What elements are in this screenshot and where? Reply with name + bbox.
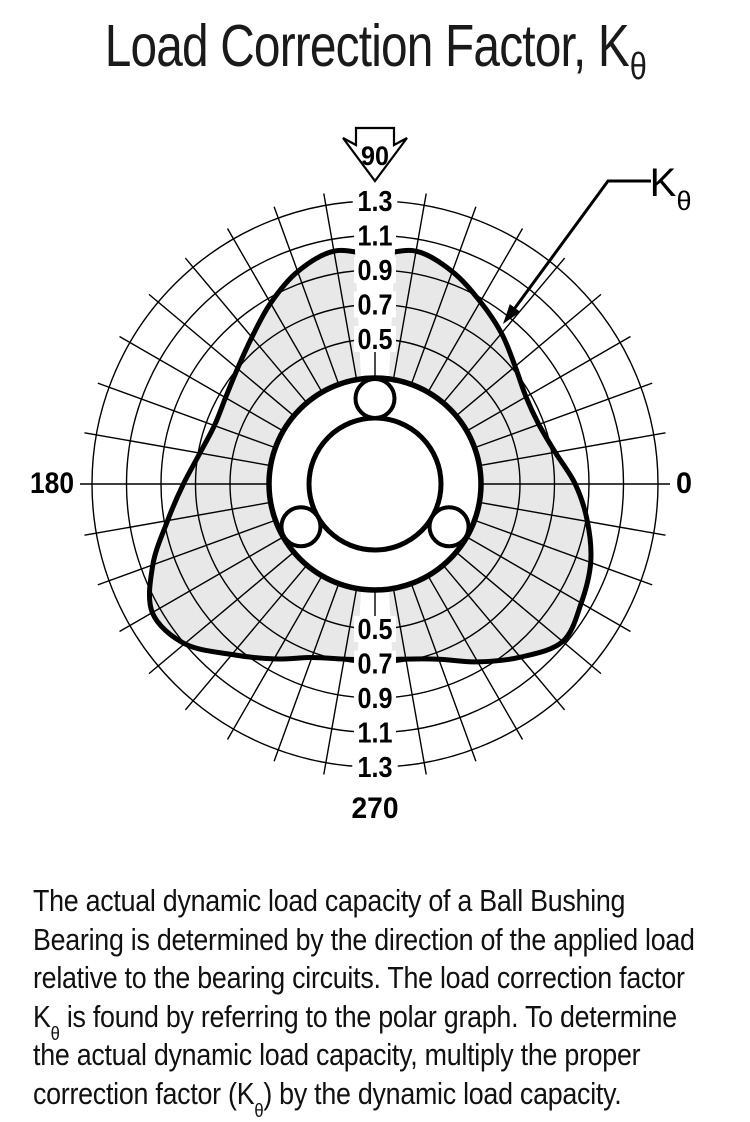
radial-tick-bg-top-1.1 [354, 222, 396, 249]
radial-tick-label-bottom-0.9: 0.9 [358, 683, 393, 715]
radial-tick-bg-top-0.9 [354, 257, 396, 283]
grid-spoke-80 [392, 193, 427, 379]
grid-spoke-20 [475, 382, 653, 449]
angle-label-0: 0 [676, 467, 692, 500]
paragraph-line-4: Kθ is found by referring to the polar gr… [33, 998, 677, 1045]
radial-tick-bg-top-0.7 [354, 291, 396, 318]
grid-spoke-280 [392, 589, 427, 775]
radial-tick-label-bottom-0.5: 0.5 [358, 614, 393, 646]
grid-spoke-140 [148, 293, 294, 416]
grid-spoke-210 [119, 536, 283, 633]
bearing-inner-ring [306, 415, 444, 553]
angle-label-180: 180 [30, 467, 74, 500]
grid-spoke-330 [467, 536, 631, 633]
grid-spoke-10 [480, 432, 666, 467]
ball-circuit-90 [353, 377, 397, 420]
angle-label-270: 270 [352, 792, 399, 825]
radial-tick-bg-bottom-1.3 [354, 754, 396, 780]
grid-spoke-190 [84, 501, 270, 536]
paragraph-line-5: the actual dynamic load capacity, multip… [33, 1037, 641, 1072]
radial-tick-label-top-0.7: 0.7 [358, 290, 393, 322]
grid-spoke-40 [456, 293, 602, 416]
radial-tick-label-bottom-1.1: 1.1 [358, 718, 393, 750]
ball-circuit-330 [427, 505, 471, 549]
radial-tick-label-top-1.3: 1.3 [358, 186, 393, 218]
grid-spoke-130 [184, 257, 307, 403]
title-theta-subscript: θ [629, 46, 647, 88]
radial-tick-label-bottom-0.7: 0.7 [358, 649, 393, 681]
shaded-region [149, 250, 591, 662]
grid-spoke-110 [273, 206, 340, 384]
paragraph-line-1: The actual dynamic load capacity of a Ba… [33, 883, 626, 918]
k-theta-callout-subscript: θ [676, 186, 691, 216]
grid-spoke-100 [323, 193, 358, 379]
paragraph-line-3: relative to the bearing circuits. The lo… [33, 960, 685, 995]
description-paragraph: The actual dynamic load capacity of a Ba… [33, 882, 695, 1122]
title-text: Load Correction Factor, K [104, 13, 630, 79]
theta-subscript: θ [254, 1100, 264, 1122]
grid-spoke-310 [443, 565, 566, 711]
load-direction-arrow-icon [342, 126, 408, 183]
grid-spoke-170 [84, 432, 270, 467]
grid-spoke-150 [119, 335, 283, 432]
grid-spoke-230 [184, 565, 307, 711]
grid-spoke-120 [226, 228, 323, 392]
grid-spoke-250 [273, 584, 340, 762]
k-theta-callout-arrowhead-icon [503, 304, 521, 324]
radial-tick-bg-bottom-0.5 [354, 616, 396, 642]
grid-spoke-260 [323, 589, 358, 775]
grid-spoke-350 [480, 501, 666, 536]
grid-spoke-160 [97, 382, 275, 449]
polar-chart: 1.31.31.11.10.90.90.70.70.50.5900180270K… [30, 126, 692, 825]
radial-tick-bg-top-1.3 [354, 188, 396, 214]
radial-tick-label-bottom-1.3: 1.3 [358, 752, 393, 784]
grid-spoke-60 [427, 228, 524, 392]
grid-spoke-200 [97, 519, 275, 586]
k-theta-curve [146, 247, 594, 665]
angle-label-90: 90 [361, 141, 389, 171]
ball-circuit-210 [279, 505, 323, 549]
theta-subscript: θ [50, 1023, 60, 1045]
radial-tick-label-top-0.9: 0.9 [358, 255, 393, 287]
grid-spoke-300 [427, 576, 524, 740]
grid-spoke-220 [148, 552, 294, 675]
radial-tick-label-top-1.1: 1.1 [358, 221, 393, 253]
paragraph-line-2: Bearing is determined by the direction o… [33, 921, 695, 957]
radial-tick-label-top-0.5: 0.5 [358, 324, 393, 356]
grid-spoke-290 [410, 584, 477, 762]
grid-spoke-320 [456, 552, 602, 675]
grid-spoke-340 [475, 519, 653, 586]
page-title: Load Correction Factor, Kθ [71, 12, 679, 88]
radial-tick-bg-top-0.5 [354, 326, 396, 352]
k-theta-callout-line [510, 179, 651, 313]
grid-spoke-70 [410, 206, 477, 384]
radial-tick-bg-bottom-0.7 [354, 650, 396, 677]
paragraph-line-6: correction factor (Kθ) by the dynamic lo… [33, 1075, 622, 1122]
k-theta-callout-label: K [650, 161, 677, 205]
grid-spoke-50 [443, 257, 566, 403]
radial-tick-bg-bottom-0.9 [354, 685, 396, 711]
radial-tick-bg-bottom-1.1 [354, 719, 396, 746]
grid-spoke-30 [467, 335, 631, 432]
